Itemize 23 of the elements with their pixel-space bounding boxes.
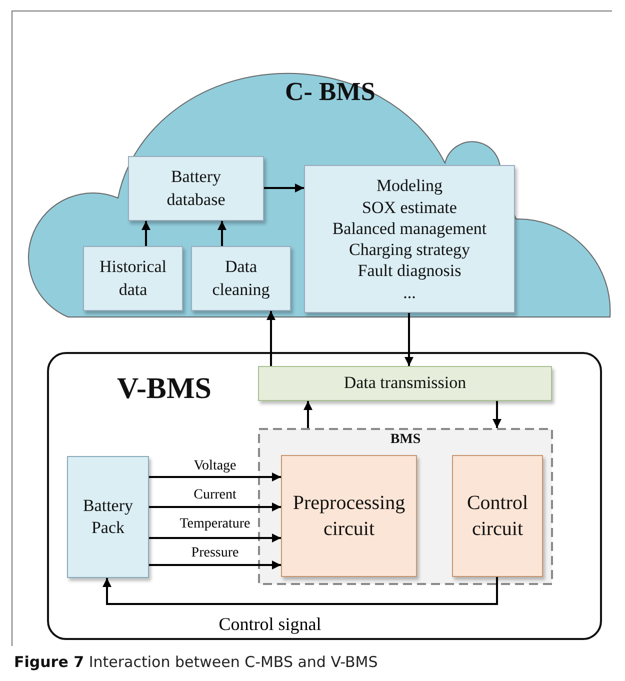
edge-label: Temperature [178,516,252,532]
process-box [281,455,417,577]
process-box [67,456,149,578]
box-text: Control circuit [466,491,530,542]
edge-label: Voltage [192,458,238,474]
arrow [304,401,312,428]
figure-caption: Figure 7 Interaction between C-MBS and V-BMS [14,653,378,671]
process-box [258,366,552,401]
arrow [149,472,281,482]
arrow [149,534,281,542]
arrow [266,311,276,366]
section-title: BMS [389,432,422,448]
box-text: Data transmission [344,372,466,394]
arrow [102,577,498,605]
box-text: Preprocessing circuit [292,491,406,542]
section-title: V-BMS [117,372,212,406]
process-box [452,455,543,577]
edge-label: Control signal [216,615,324,635]
arrow [492,401,502,428]
arrow [149,502,281,512]
arrow [404,313,414,366]
arrow [149,560,281,570]
box-text: Battery Pack [82,494,134,539]
